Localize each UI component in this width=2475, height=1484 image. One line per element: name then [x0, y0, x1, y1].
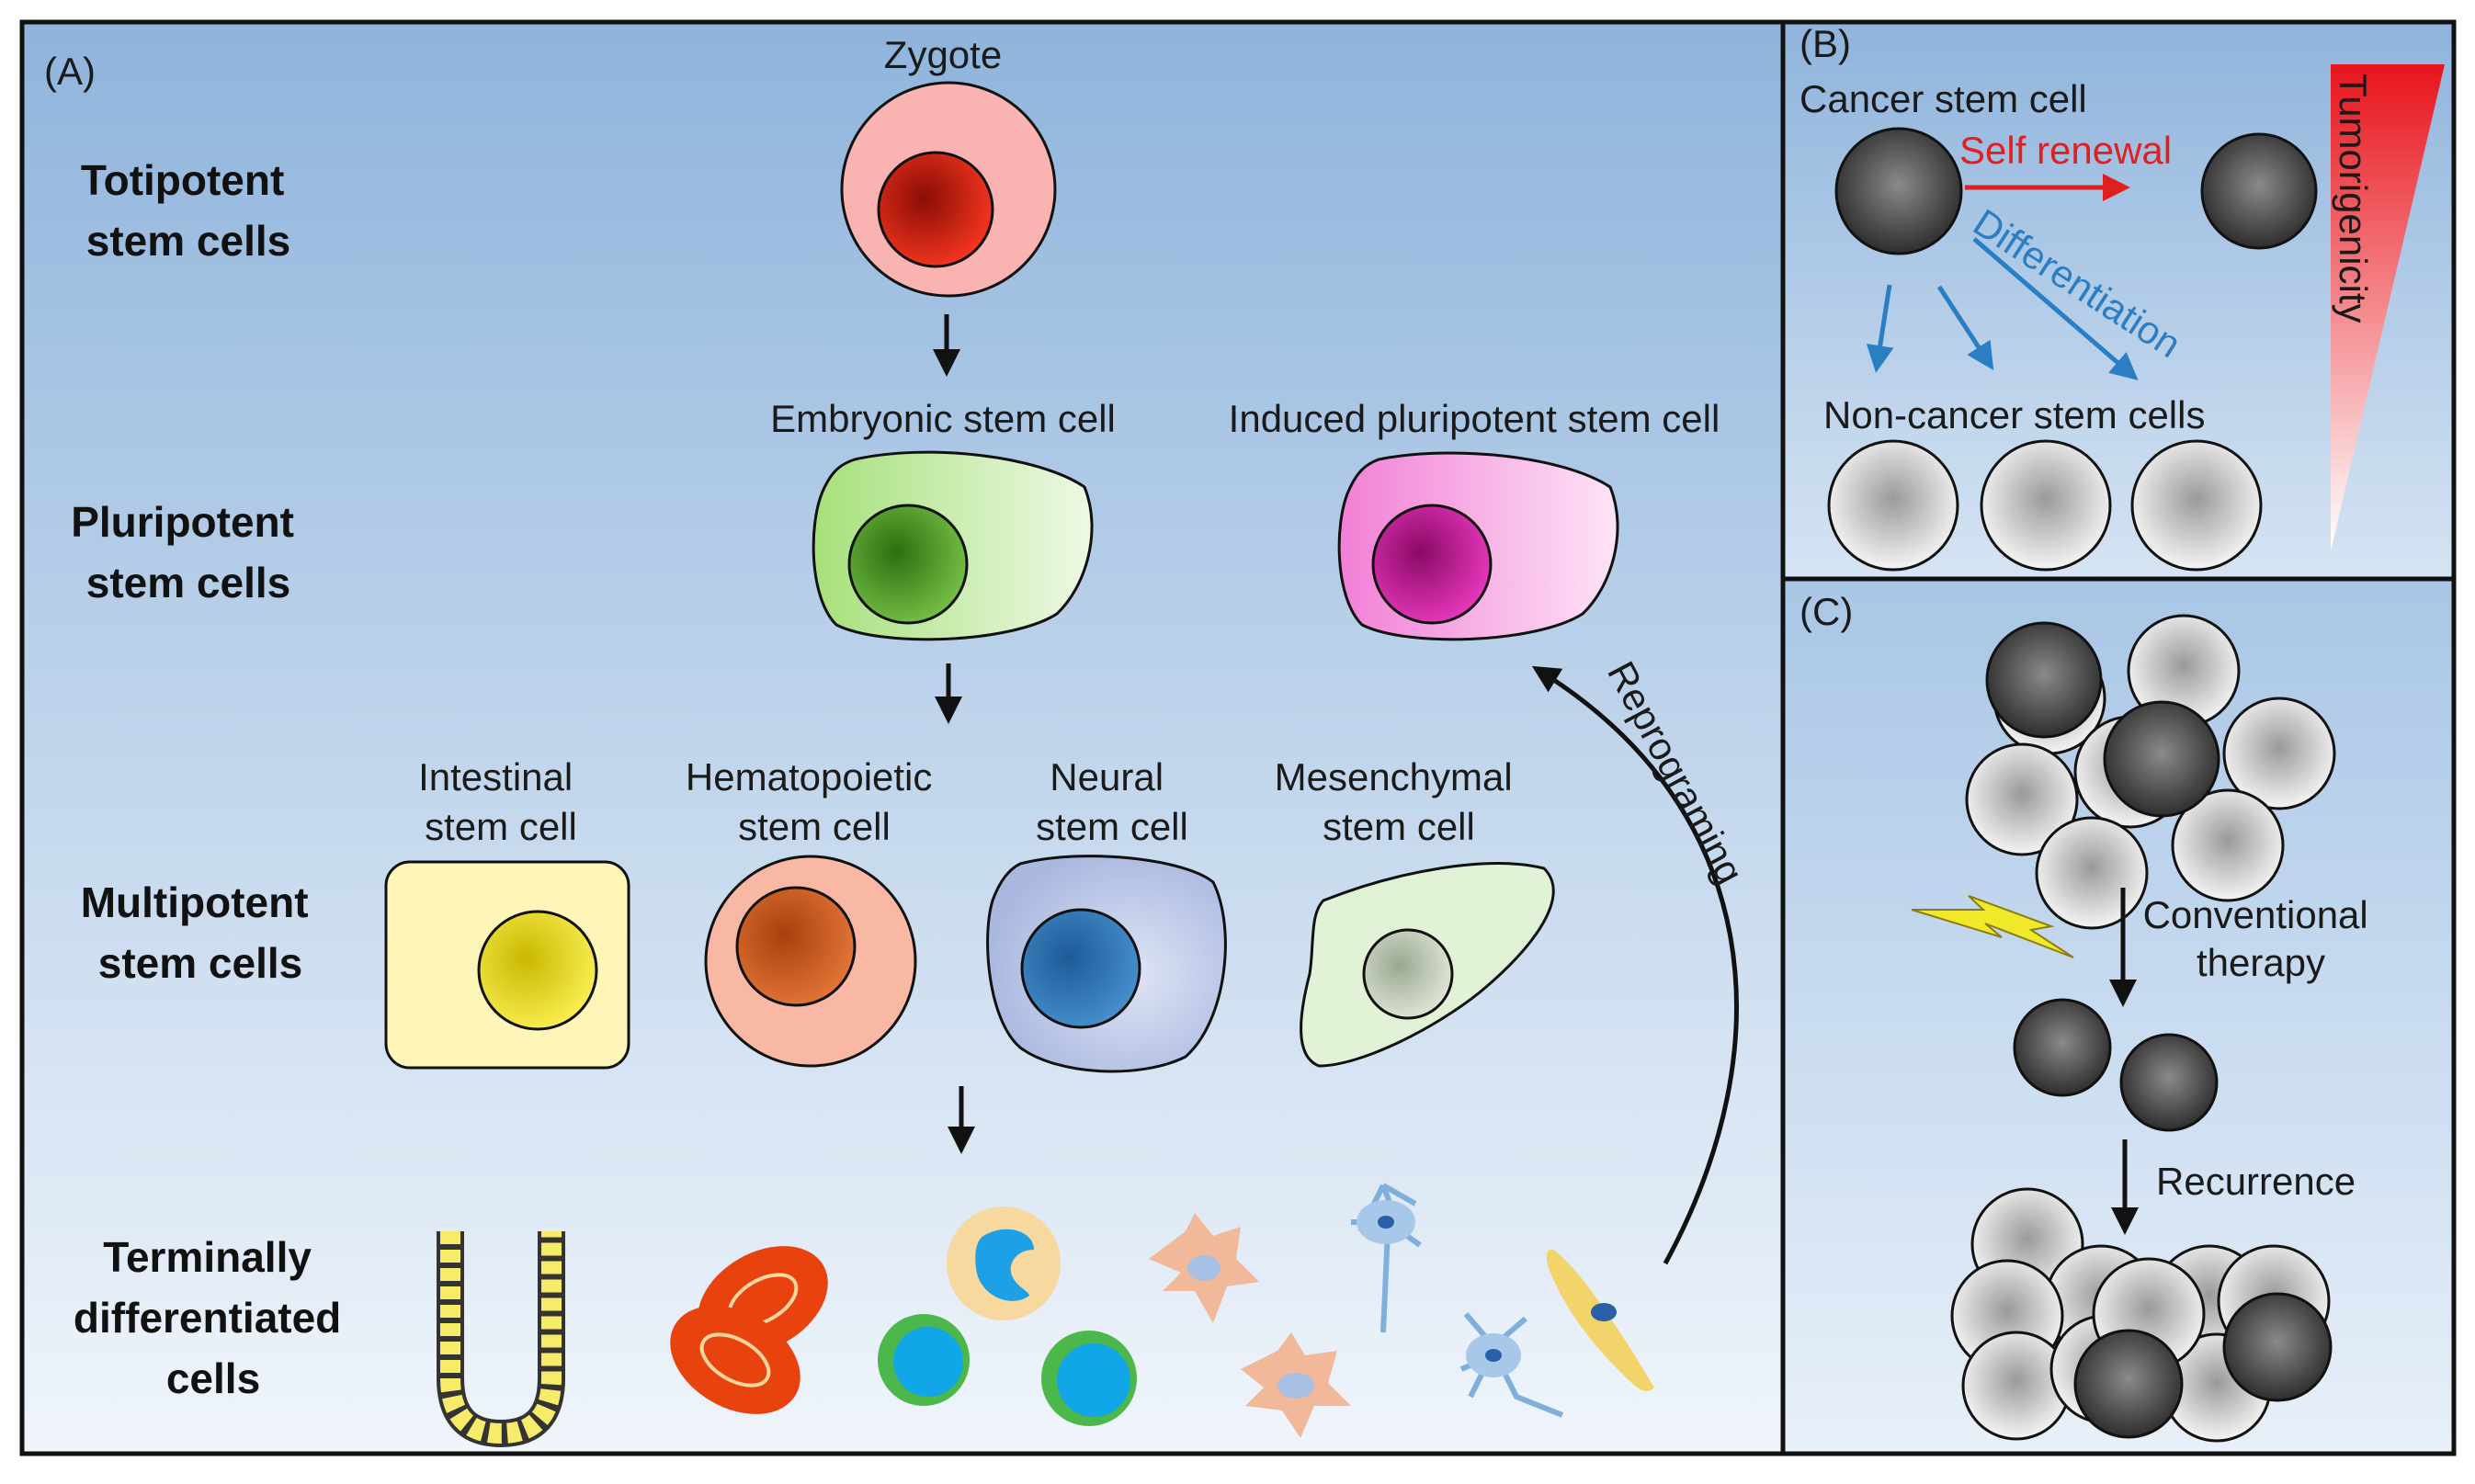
intestinal-stem-cell [384, 860, 630, 1070]
fibroblast [1546, 1249, 1654, 1391]
neutrophil [947, 1206, 1061, 1320]
astrocyte-upper [1149, 1213, 1259, 1323]
embryonic-stem-cell [812, 450, 1094, 641]
panel-b: (B) Cancer stem cell Self renewal Differ… [1780, 19, 2457, 582]
non-cancer-cell-1 [1827, 439, 1959, 572]
row-label-multipotent: Multipotent stem cells [81, 878, 321, 987]
self-renewal-label: Self renewal [1959, 129, 2172, 172]
lymphocyte-left [878, 1314, 970, 1406]
mesenchymal-label: Mesenchymal stem cell [1275, 755, 1524, 848]
cancer-stem-cell-label: Cancer stem cell [1799, 77, 2087, 120]
differentiation-arrow-3 [1972, 237, 2139, 380]
hematopoietic-stem-cell [704, 855, 917, 1068]
row-label-totipotent: Totipotent stem cells [81, 156, 296, 265]
red-blood-cells [670, 1246, 828, 1414]
mesenchymal-stem-cell [1300, 862, 1555, 1068]
tumor-cluster-recurrent [1950, 1187, 2333, 1443]
lightning-icon [1911, 895, 2074, 958]
row-label-terminal: Terminally differentiated cells [74, 1233, 353, 1402]
hematopoietic-label: Hematopoietic stem cell [686, 755, 943, 848]
recurrence-label: Recurrence [2156, 1160, 2356, 1203]
cancer-stem-cell [1834, 127, 1963, 255]
induced-pluripotent-stem-cell [1337, 451, 1619, 641]
astrocyte-lower [1241, 1332, 1351, 1438]
panel-c: (C) Conventional therapy Recurrence [1780, 576, 2457, 1456]
lymphocyte-right [1041, 1331, 1137, 1426]
intestinal-epithelium [437, 1231, 565, 1448]
zygote-cell [840, 81, 1057, 298]
panel-b-label: (B) [1799, 22, 1851, 65]
zygote-label: Zygote [884, 33, 1002, 76]
neural-stem-cell [986, 855, 1227, 1073]
differentiation-arrow-1 [1866, 284, 1894, 373]
tumorigenicity-gradient [2331, 64, 2445, 551]
non-cancer-cell-3 [2130, 439, 2263, 572]
renewed-cancer-stem-cell [2200, 132, 2318, 250]
panel-a-label: (A) [44, 50, 96, 93]
therapy-label: Conventional therapy [2143, 893, 2379, 984]
differentiation-arrow-2 [1936, 285, 1994, 371]
surviving-cancer-stem-cell-1 [2013, 998, 2112, 1097]
panel-c-label: (C) [1799, 590, 1853, 633]
non-cancer-cell-2 [1980, 439, 2112, 572]
neuron-upper [1351, 1183, 1422, 1333]
tumor-cluster-initial [1965, 614, 2336, 930]
tumorigenicity-label: Tumorigenicity [2332, 74, 2375, 323]
row-label-pluripotent: Pluripotent stem cells [71, 498, 306, 606]
embryonic-label: Embryonic stem cell [770, 397, 1116, 440]
non-cancer-label: Non-cancer stem cells [1823, 393, 2205, 436]
neuron-lower [1459, 1312, 1564, 1418]
reprogramming-arrow [1531, 665, 1739, 1265]
surviving-cancer-stem-cell-2 [2119, 1033, 2219, 1132]
panel-a: (A) Totipotent stem cells Pluripotent st… [19, 19, 1786, 1456]
intestinal-label: Intestinal stem cell [418, 755, 584, 848]
ipsc-label: Induced pluripotent stem cell [1229, 397, 1720, 440]
neural-label: Neural stem cell [1036, 755, 1188, 848]
